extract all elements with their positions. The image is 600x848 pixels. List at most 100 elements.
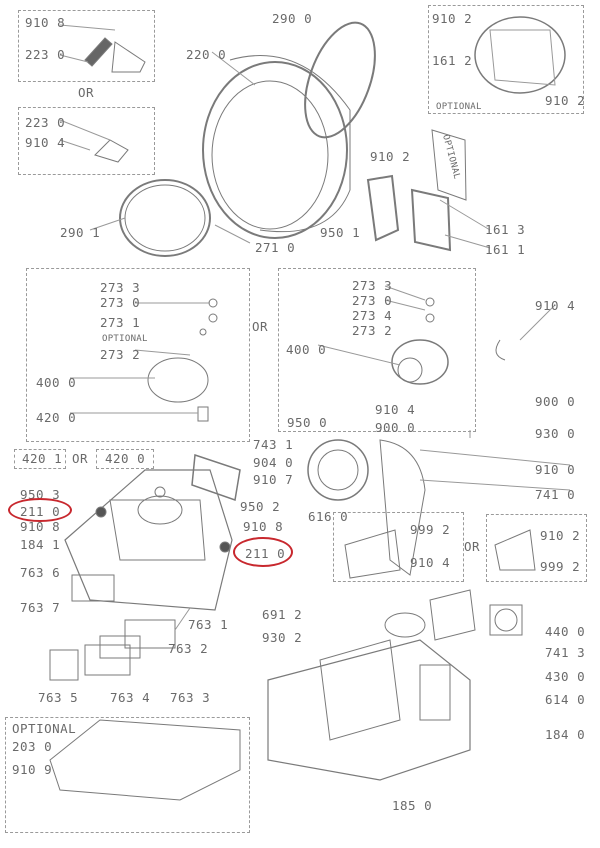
part-label[interactable]: 910 2 (545, 93, 586, 108)
vent-flap-part (94, 139, 129, 163)
part-label[interactable]: 273 4 (352, 308, 393, 323)
part-label[interactable]: 904 0 (253, 455, 294, 470)
part-label[interactable]: 910 4 (410, 555, 451, 570)
optional-label: OPTIONAL (436, 102, 482, 112)
part-label[interactable]: 273 0 (352, 293, 393, 308)
motor-part (147, 357, 209, 403)
part-label[interactable]: 743 1 (253, 437, 294, 452)
part-label[interactable]: 691 2 (262, 607, 303, 622)
pump-option-a-box (333, 512, 464, 582)
part-label[interactable]: 273 3 (352, 278, 393, 293)
base-part (64, 469, 233, 611)
part-label[interactable]: 184 1 (20, 537, 61, 552)
or-label: OR (78, 85, 95, 100)
part-label[interactable]: 763 2 (168, 641, 209, 656)
part-label[interactable]: 763 3 (170, 690, 211, 705)
part-label[interactable]: 930 2 (262, 630, 303, 645)
part-label[interactable]: 763 5 (38, 690, 79, 705)
part-label[interactable]: 273 2 (352, 323, 393, 338)
part-label[interactable]: 763 4 (110, 690, 151, 705)
part-label[interactable]: 420 0 (105, 451, 146, 466)
part-label[interactable]: 223 0 (25, 115, 66, 130)
part-label[interactable]: 763 7 (20, 600, 61, 615)
part-label[interactable]: 910 2 (540, 528, 581, 543)
fan-wheel-part (307, 439, 369, 501)
part-label[interactable]: 400 0 (36, 375, 77, 390)
highlight-circle-211-left (8, 498, 72, 522)
part-label[interactable]: 273 0 (100, 295, 141, 310)
or-label: OR (252, 319, 269, 334)
part-label[interactable]: 910 7 (253, 472, 294, 487)
part-420-1-box (14, 449, 66, 469)
pump-option-b-box (486, 514, 587, 582)
part-label[interactable]: 161 2 (432, 53, 473, 68)
part-label[interactable]: 763 6 (20, 565, 61, 580)
part-label[interactable]: 223 0 (25, 47, 66, 62)
part-label[interactable]: 203 0 (12, 739, 53, 754)
part-label[interactable]: 900 0 (535, 394, 576, 409)
part-label[interactable]: 220 0 (186, 47, 227, 62)
motor-part (391, 339, 449, 385)
part-label[interactable]: 400 0 (286, 342, 327, 357)
part-label[interactable]: 273 1 (100, 315, 141, 330)
vent-option-a-box (18, 10, 155, 82)
vent-bracket-part (111, 41, 146, 73)
part-label[interactable]: 900 0 (375, 420, 416, 435)
filter-part (71, 574, 115, 602)
part-label[interactable]: 999 2 (410, 522, 451, 537)
part-label[interactable]: 420 1 (22, 451, 63, 466)
part-label[interactable]: 161 3 (485, 222, 526, 237)
highlight-circle-211-right (233, 537, 293, 567)
part-label[interactable]: 616 0 (308, 509, 349, 524)
part-label[interactable]: 910 2 (432, 11, 473, 26)
part-label[interactable]: 950 0 (287, 415, 328, 430)
part-label[interactable]: 910 8 (25, 15, 66, 30)
filter-door-optional-box (428, 5, 584, 114)
part-label[interactable]: 910 8 (20, 519, 61, 534)
part-label[interactable]: 273 3 (100, 280, 141, 295)
part-label[interactable]: 910 4 (375, 402, 416, 417)
part-label[interactable]: 910 2 (370, 149, 411, 164)
optional-label: OPTIONAL (12, 721, 77, 736)
bottom-plate-part (49, 719, 241, 801)
part-label[interactable]: 161 1 (485, 242, 526, 257)
part-label[interactable]: 741 0 (535, 487, 576, 502)
part-label[interactable]: 440 0 (545, 624, 586, 639)
pump-part (344, 529, 401, 579)
bottom-optional-box (5, 717, 250, 833)
part-label[interactable]: 184 0 (545, 727, 586, 742)
part-label[interactable]: 910 4 (25, 135, 66, 150)
part-label[interactable]: 420 0 (36, 410, 77, 425)
motor-option-a-box (26, 268, 250, 442)
part-label[interactable]: 999 2 (540, 559, 581, 574)
part-label[interactable]: 910 8 (243, 519, 284, 534)
drum-illustration (119, 21, 376, 257)
part-label[interactable]: 430 0 (545, 669, 586, 684)
part-label[interactable]: 910 0 (535, 462, 576, 477)
part-label[interactable]: 950 2 (240, 499, 281, 514)
part-label[interactable]: 950 1 (320, 225, 361, 240)
part-label[interactable]: 910 4 (535, 298, 576, 313)
heat-pump-part (267, 639, 471, 781)
part-label[interactable]: 290 0 (272, 11, 313, 26)
vent-option-b-box (18, 107, 155, 175)
filter-door-part (474, 16, 566, 94)
part-420-0-box (96, 449, 154, 469)
or-label: OR (464, 539, 481, 554)
part-label[interactable]: 271 0 (255, 240, 296, 255)
part-label[interactable]: 930 0 (535, 426, 576, 441)
fan-housing-part (379, 439, 426, 576)
part-label[interactable]: 290 1 (60, 225, 101, 240)
motor-option-b-box (278, 268, 476, 432)
part-label[interactable]: 273 2 (100, 347, 141, 362)
part-label[interactable]: 763 1 (188, 617, 229, 632)
part-label[interactable]: 614 0 (545, 692, 586, 707)
gasket-part (366, 174, 400, 242)
vent-cover-part (84, 37, 113, 67)
or-label: OR (72, 451, 89, 466)
part-label[interactable]: 910 9 (12, 762, 53, 777)
part-label[interactable]: 185 0 (392, 798, 433, 813)
part-label[interactable]: 741 3 (545, 645, 586, 660)
